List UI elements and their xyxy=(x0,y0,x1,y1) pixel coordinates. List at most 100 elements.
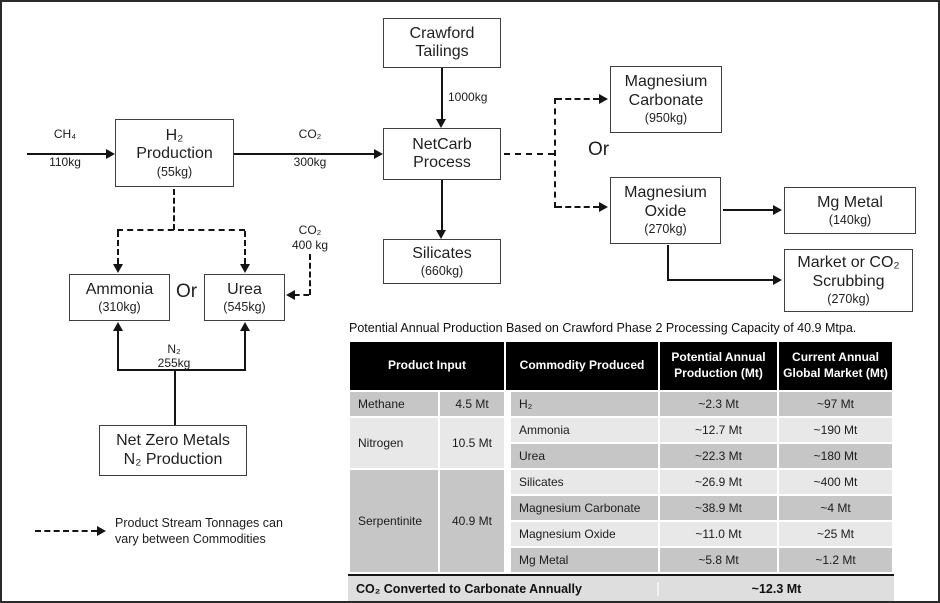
connector-magox-to-mgmetal xyxy=(723,209,773,211)
arrowhead-h2-to-ammonia xyxy=(113,264,123,273)
connector-co2-400-horizontal xyxy=(294,294,309,296)
table-row-mg-metal: Mg Metal ~5.8 Mt ~1.2 Mt xyxy=(350,548,892,572)
box-mg-metal-line1: Mg Metal xyxy=(817,193,883,211)
label-co2-urea-qty: 400 kg xyxy=(291,238,329,252)
label-ch4: CH₄ xyxy=(53,127,77,141)
table-row-urea: Urea ~22.3 Mt ~180 Mt xyxy=(350,444,892,468)
connector-netzero-to-n2 xyxy=(174,371,176,425)
arrowhead-co2-400-to-urea xyxy=(286,290,295,300)
header-product-input: Product Input xyxy=(350,342,504,390)
box-crawford-tailings: Crawford Tailings xyxy=(383,18,501,68)
arrowhead-ch4-input xyxy=(106,149,115,159)
cell-qty-serpentinite: 40.9 Mt xyxy=(440,470,504,572)
legend-text-line1: Product Stream Tonnages can xyxy=(115,516,283,530)
cell-commodity-urea: Urea xyxy=(506,444,658,468)
cell-commodity-h2: H₂ xyxy=(506,392,658,416)
cell-input-nitrogen: Nitrogen xyxy=(350,418,438,468)
table-row-magnesium-carbonate: Magnesium Carbonate ~38.9 Mt ~4 Mt xyxy=(350,496,892,520)
label-co2-in: CO₂ xyxy=(298,127,322,141)
box-market-or-co2-scrubbing: Market or CO₂ Scrubbing (270kg) xyxy=(784,249,913,312)
connector-co2-400-vertical xyxy=(309,254,311,295)
header-commodity-produced: Commodity Produced xyxy=(506,342,658,390)
cell-commodity-magoxide: Magnesium Oxide xyxy=(506,522,658,546)
arrowhead-n2-to-urea xyxy=(240,322,250,331)
box-crawford-tailings-line1: Crawford xyxy=(409,24,475,42)
connector-n2-to-urea xyxy=(244,329,246,371)
connector-h2-to-urea-dashed xyxy=(244,231,246,264)
table-row-silicates: Serpentinite 40.9 Mt Silicates ~26.9 Mt … xyxy=(350,470,892,572)
cell-production-silicates: ~26.9 Mt xyxy=(660,470,777,494)
cell-qty-methane: 4.5 Mt xyxy=(440,392,504,416)
box-net-zero-metals-line2: N₂ Production xyxy=(123,450,223,468)
box-magnesium-carbonate: Magnesium Carbonate (950kg) xyxy=(610,66,722,133)
arrowhead-h2-to-netcarb xyxy=(374,149,383,159)
connector-magox-elbow-vertical xyxy=(667,245,669,280)
footer-co2-converted-value: ~12.3 Mt xyxy=(657,581,894,596)
table-title: Potential Annual Production Based on Cra… xyxy=(349,321,857,335)
cell-production-ammonia: ~12.7 Mt xyxy=(660,418,777,442)
box-market-or-co2-scrubbing-qty: (270kg) xyxy=(827,292,870,307)
connector-to-magcarbonate-dashed xyxy=(556,98,599,100)
header-global-market: Current Annual Global Market (Mt) xyxy=(779,342,892,390)
box-h2-production: H₂ Production (55kg) xyxy=(115,119,234,187)
arrowhead-n2-to-ammonia xyxy=(113,322,123,331)
cell-market-urea: ~180 Mt xyxy=(779,444,892,468)
label-ch4-qty: 110kg xyxy=(49,155,81,169)
box-magnesium-carbonate-line1: Magnesium xyxy=(624,73,708,91)
arrowhead-magox-to-mgmetal xyxy=(773,205,782,215)
cell-production-magoxide: ~11.0 Mt xyxy=(660,522,777,546)
box-magnesium-carbonate-qty: (950kg) xyxy=(644,111,688,126)
label-co2-urea: CO₂ xyxy=(298,223,322,237)
label-or-magnesium: Or xyxy=(588,139,610,160)
arrowhead-tailings-to-netcarb xyxy=(436,119,446,128)
header-potential-production: Potential Annual Production (Mt) xyxy=(660,342,777,390)
cell-commodity-silicates: Silicates xyxy=(506,470,658,494)
legend-text-line2: vary between Commodities xyxy=(115,531,266,546)
box-crawford-tailings-line2: Tailings xyxy=(415,43,469,60)
label-or-products: Or xyxy=(176,281,198,302)
connector-magox-to-market xyxy=(667,279,773,281)
label-n2-qty: 255kg xyxy=(157,356,191,370)
cell-market-mgmetal: ~1.2 Mt xyxy=(779,548,892,572)
cell-production-urea: ~22.3 Mt xyxy=(660,444,777,468)
connector-n2-horizontal xyxy=(117,369,246,371)
connector-n2-to-ammonia xyxy=(117,329,119,371)
box-h2-production-line2: Production xyxy=(136,145,213,163)
table-header-row: Product Input Commodity Produced Potenti… xyxy=(350,342,892,390)
connector-tailings-to-netcarb xyxy=(441,68,443,120)
production-table: Product Input Commodity Produced Potenti… xyxy=(348,340,894,574)
connector-netcarb-to-silicates xyxy=(441,180,443,231)
label-co2-in-qty: 300kg xyxy=(293,155,327,169)
table-footer-row: CO₂ Converted to Carbonate Annually ~12.… xyxy=(348,574,894,601)
box-net-zero-metals: Net Zero Metals N₂ Production xyxy=(99,425,247,476)
cell-qty-nitrogen: 10.5 Mt xyxy=(440,418,504,468)
box-urea-qty: (545kg) xyxy=(223,300,266,314)
cell-commodity-mgmetal: Mg Metal xyxy=(506,548,658,572)
box-silicates-qty: (660kg) xyxy=(420,264,464,278)
connector-netcarb-right-dashed xyxy=(504,153,554,155)
box-urea-line1: Urea xyxy=(227,280,262,298)
box-netcarb-process-line2: Process xyxy=(413,154,471,171)
arrowhead-to-magcarbonate xyxy=(599,94,608,104)
cell-commodity-ammonia: Ammonia xyxy=(506,418,658,442)
cell-input-serpentinite: Serpentinite xyxy=(350,470,438,572)
table-row-ammonia: Nitrogen 10.5 Mt Ammonia ~12.7 Mt ~190 M… xyxy=(350,418,892,468)
arrowhead-netcarb-to-silicates xyxy=(436,230,446,239)
connector-h2-branch-dashed xyxy=(117,229,245,231)
box-mg-metal: Mg Metal (140kg) xyxy=(784,187,916,234)
connector-h2-to-netcarb xyxy=(234,153,375,155)
box-net-zero-metals-line1: Net Zero Metals xyxy=(116,432,230,450)
table-row-h2: Methane 4.5 Mt H₂ ~2.3 Mt ~97 Mt xyxy=(350,392,892,416)
cell-production-mgmetal: ~5.8 Mt xyxy=(660,548,777,572)
box-ammonia-line1: Ammonia xyxy=(85,280,154,298)
box-h2-production-line1: H₂ xyxy=(165,126,184,144)
box-ammonia: Ammonia (310kg) xyxy=(69,274,170,321)
legend-arrowhead xyxy=(97,526,106,536)
legend-text: Product Stream Tonnages can vary between… xyxy=(115,516,283,547)
box-magnesium-carbonate-line2: Carbonate xyxy=(628,91,704,109)
cell-market-magcarbonate: ~4 Mt xyxy=(779,496,892,520)
cell-production-magcarbonate: ~38.9 Mt xyxy=(660,496,777,520)
arrowhead-magox-to-market xyxy=(773,275,782,285)
box-ammonia-qty: (310kg) xyxy=(98,300,141,314)
